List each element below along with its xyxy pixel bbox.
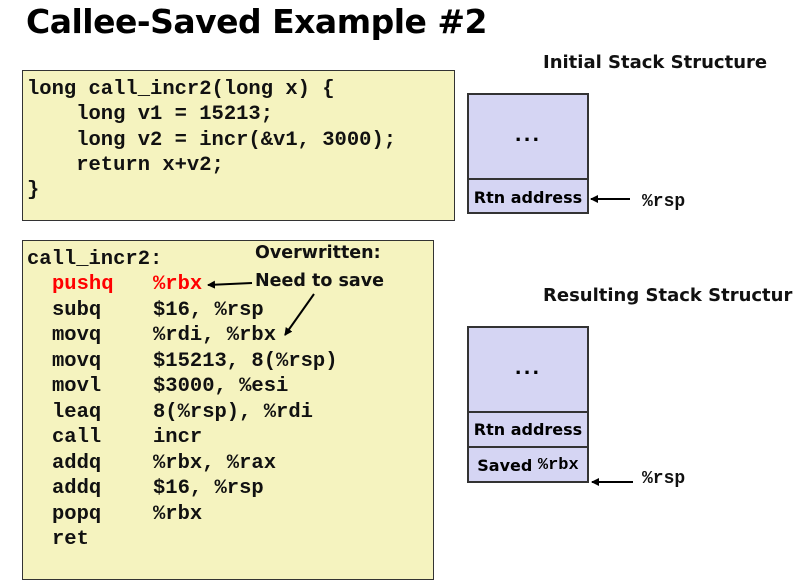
stack-dots: ... [514,125,542,146]
asm-opcode: movq [52,349,102,373]
asm-opcode: addq [52,451,102,475]
saved-reg: %rbx [537,456,579,475]
slide-title: Callee-Saved Example #2 [26,2,488,41]
annotation-overwritten: Overwritten: [255,243,381,263]
annotation-need-to-save: Need to save [255,271,384,291]
saved-prefix: Saved [477,456,538,475]
asm-opcode: subq [52,298,102,322]
asm-label: call_incr2: [27,248,163,271]
asm-operands: $3000, %esi [153,375,289,398]
arrow-to-movq-rbx [284,293,315,336]
resulting-stack: ... Rtn address Saved %rbx [467,326,589,483]
initial-stack: ... Rtn address [467,93,589,214]
stack-dots: ... [514,358,542,379]
stack-cell-rtn-address: Rtn address [469,178,587,214]
resulting-stack-title: Resulting Stack Structure [543,285,793,306]
asm-opcode: leaq [52,400,102,424]
asm-opcode: movl [52,375,102,398]
asm-opcode: movq [52,324,102,347]
asm-operands: $16, %rsp [153,477,264,500]
asm-operands: %rbx, %rax [153,451,277,475]
stack-cell-saved-rbx: Saved %rbx [469,446,587,483]
rsp-label-resulting: %rsp [642,469,686,489]
asm-opcode: addq [52,477,102,500]
c-code-box: long call_incr2(long x) { long v1 = 1521… [22,70,455,221]
code-line: long call_incr2(long x) { [27,78,335,101]
asm-operands: incr [153,426,203,449]
asm-opcode: pushq [52,273,114,296]
asm-opcode: call [52,426,102,449]
asm-operands: $15213, 8(%rsp) [153,349,338,373]
asm-operands: %rdi, %rbx [153,324,277,347]
initial-stack-title: Initial Stack Structure [543,52,768,73]
asm-opcode: ret [52,528,89,551]
asm-opcode: popq [52,502,102,526]
code-line: long v2 = incr(&v1, 3000); [27,129,397,152]
arrow-to-pushq-rbx [207,280,253,289]
asm-operands: %rbx [153,273,203,296]
asm-operands: 8(%rsp), %rdi [153,400,313,424]
rsp-label-initial: %rsp [642,192,686,212]
asm-operands: %rbx [153,502,203,526]
code-line: long v1 = 15213; [27,103,274,126]
stack-cell-rtn-address: Rtn address [469,411,587,446]
asm-operands: $16, %rsp [153,298,264,322]
code-line: } [27,179,40,202]
code-line: return x+v2; [27,154,224,177]
